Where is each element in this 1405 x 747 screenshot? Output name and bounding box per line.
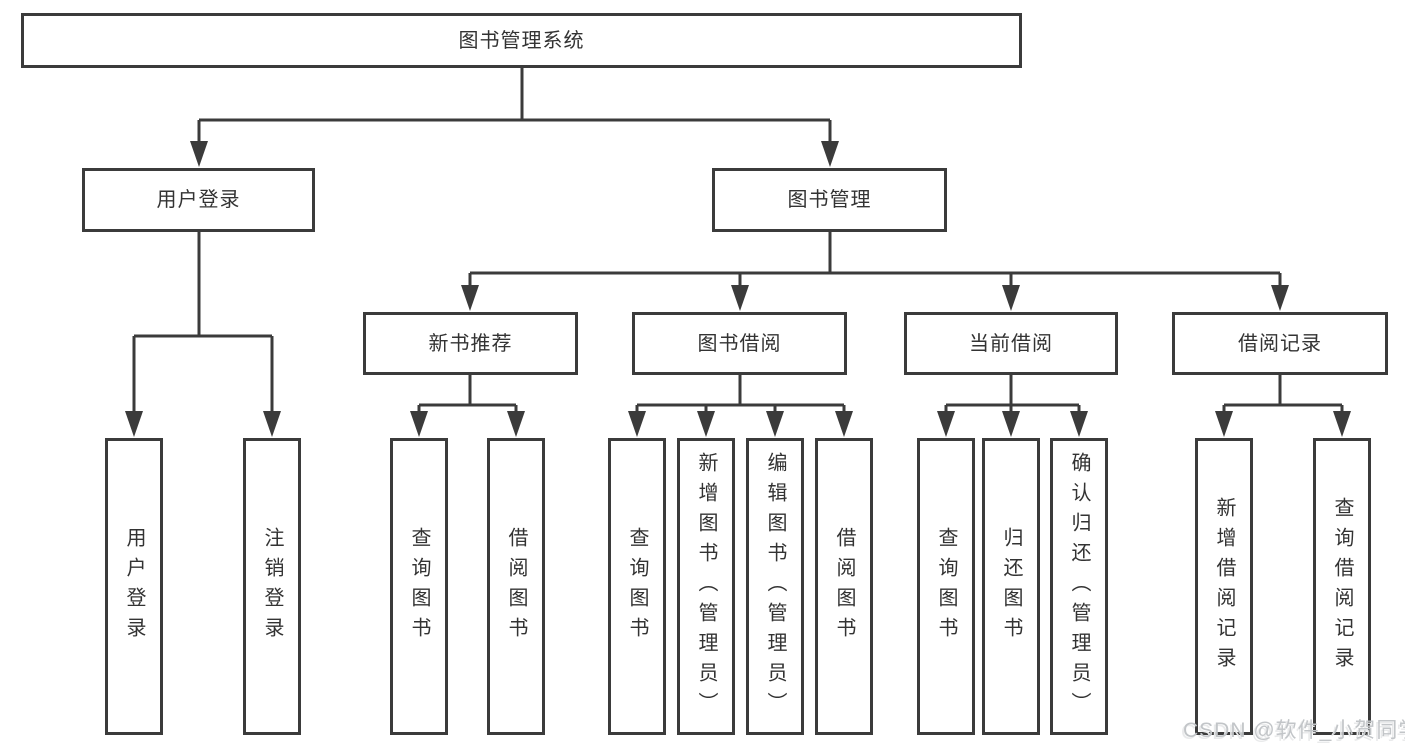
leaf-return-books: 归还图书	[982, 438, 1040, 735]
leaf-confirm-return-admin-label: 确认归还（管理员）	[1068, 451, 1090, 722]
node-borrow-records: 借阅记录	[1172, 312, 1388, 375]
leaf-confirm-return-admin: 确认归还（管理员）	[1050, 438, 1108, 735]
leaf-edit-books-admin-label: 编辑图书（管理员）	[764, 451, 786, 722]
node-current-borrow: 当前借阅	[904, 312, 1118, 375]
node-current-borrow-label: 当前借阅	[969, 332, 1053, 355]
node-user-login-label: 用户登录	[156, 189, 241, 211]
node-book-borrow-label: 图书借阅	[697, 332, 782, 355]
leaf-query-books-current: 查询图书	[917, 438, 975, 735]
leaf-logout: 注销登录	[243, 438, 301, 735]
leaf-query-books-current-label: 查询图书	[935, 526, 957, 647]
leaf-edit-books-admin: 编辑图书（管理员）	[746, 438, 804, 735]
node-borrow-records-label: 借阅记录	[1238, 332, 1322, 355]
node-root: 图书管理系统	[21, 13, 1022, 68]
leaf-query-borrow-record: 查询借阅记录	[1313, 438, 1371, 735]
leaf-borrow-books-recommend-label: 借阅图书	[505, 526, 527, 647]
leaf-user-login: 用户登录	[105, 438, 163, 735]
leaf-query-books-recommend: 查询图书	[390, 438, 448, 735]
leaf-borrow-books-recommend: 借阅图书	[487, 438, 545, 735]
node-book-borrow: 图书借阅	[632, 312, 847, 375]
node-new-book-recommend: 新书推荐	[363, 312, 578, 375]
leaf-query-books-borrow-label: 查询图书	[626, 526, 648, 647]
leaf-add-borrow-record: 新增借阅记录	[1195, 438, 1253, 735]
leaf-borrow-books-label: 借阅图书	[833, 526, 855, 647]
node-book-management: 图书管理	[712, 168, 947, 232]
leaf-query-books-borrow: 查询图书	[608, 438, 666, 735]
leaf-user-login-label: 用户登录	[123, 526, 145, 647]
leaf-query-borrow-record-label: 查询借阅记录	[1331, 496, 1353, 677]
leaf-query-books-recommend-label: 查询图书	[408, 526, 430, 647]
node-book-management-label: 图书管理	[787, 189, 872, 211]
leaf-add-borrow-record-label: 新增借阅记录	[1213, 496, 1235, 677]
leaf-add-books-admin: 新增图书（管理员）	[677, 438, 735, 735]
node-new-book-recommend-label: 新书推荐	[428, 332, 513, 355]
csdn-watermark: CSDN @软件_小贺同学	[1183, 719, 1405, 742]
leaf-return-books-label: 归还图书	[1000, 526, 1022, 647]
leaf-borrow-books: 借阅图书	[815, 438, 873, 735]
leaf-add-books-admin-label: 新增图书（管理员）	[695, 451, 717, 722]
leaf-logout-label: 注销登录	[261, 526, 283, 647]
node-user-login: 用户登录	[82, 168, 315, 232]
node-root-label: 图书管理系统	[458, 29, 585, 52]
